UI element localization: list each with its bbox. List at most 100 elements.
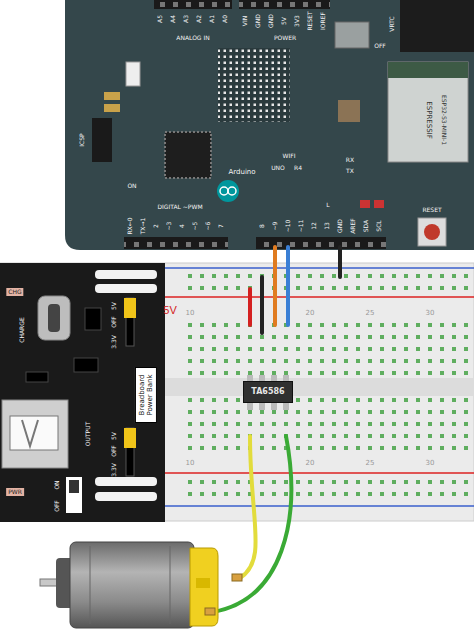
power-module (10, 416, 58, 450)
pin-label: 2 (153, 224, 159, 228)
voltage-label: 5V (163, 305, 176, 316)
jumper-label: 3.3V (111, 463, 117, 477)
switch-label: ON (54, 480, 60, 489)
pin-label: A3 (183, 15, 189, 23)
pin-label: ~6 (205, 222, 211, 231)
breadboard (184, 394, 474, 454)
pin-label: A4 (170, 15, 176, 23)
power-module (22, 420, 38, 446)
module-label: PWR (6, 488, 24, 496)
column-number: 25 (366, 460, 375, 467)
pin-label: 3V3 (294, 15, 300, 27)
led-label: RX (346, 157, 354, 163)
power-module (95, 270, 157, 279)
jumper-wires (240, 436, 256, 578)
jumper-label: OFF (111, 316, 117, 328)
jumper-wires (213, 436, 291, 612)
arduino-board (165, 132, 211, 178)
jumper-wires (338, 247, 342, 277)
power-module (95, 492, 157, 501)
arduino-board (154, 0, 232, 9)
arduino-board (104, 104, 120, 112)
dc-motor (232, 574, 242, 581)
arduino-board (65, 0, 474, 250)
jumper-label: 3.3V (111, 335, 117, 349)
dc-motor (205, 608, 215, 615)
dc-motor (70, 542, 194, 628)
header-label: DIGITAL ~PWM (157, 204, 202, 210)
column-number: 30 (426, 460, 435, 467)
pin-label: IOREF (320, 12, 326, 30)
arduino-board (92, 118, 112, 162)
dc-motor (170, 546, 171, 624)
board-label: ON (127, 183, 136, 189)
chip-pins (283, 403, 289, 410)
pin-label: GND (255, 14, 261, 28)
dc-motor (40, 542, 242, 628)
pin-label: VIN (242, 16, 248, 26)
board-label: OFF (374, 43, 386, 49)
pin-label: 13 (324, 222, 330, 230)
dc-motor (190, 548, 218, 626)
power-module (26, 372, 48, 382)
column-number: 30 (426, 310, 435, 317)
arduino-board (217, 180, 239, 202)
power-module (0, 263, 165, 522)
arduino-board (220, 187, 228, 195)
pin-label: A1 (209, 15, 215, 23)
pin-label: SCL (376, 220, 382, 231)
power-module (48, 304, 60, 332)
pin-label: 12 (311, 222, 317, 230)
switch-label: OFF (54, 500, 60, 512)
power-module (124, 298, 136, 318)
chip-pins (271, 403, 277, 410)
pin-label: ~3 (166, 222, 172, 231)
header-label: ANALOG IN (176, 35, 209, 41)
column-number: 20 (306, 460, 315, 467)
brand-label: Arduino (228, 169, 255, 176)
column-number: 10 (186, 310, 195, 317)
jumper-label: OFF (111, 445, 117, 457)
module-label: CHARGE (19, 317, 25, 342)
board-label: UNO (271, 165, 285, 171)
pin-label: A0 (222, 15, 228, 23)
pin-label: A2 (196, 15, 202, 23)
pin-label: 5V (281, 17, 287, 25)
breadboard (184, 270, 474, 294)
breadboard (184, 319, 474, 379)
header-label: ICSP (79, 133, 85, 146)
board-label: R4 (294, 165, 302, 171)
arduino-board (124, 237, 228, 249)
chip-label: TA6586 (251, 388, 284, 396)
led-label: TX (346, 168, 354, 174)
breadboard (0, 263, 474, 521)
jumper-label: 5V (111, 302, 117, 310)
arduino-board (104, 92, 120, 100)
column-number: 25 (366, 310, 375, 317)
breadboard (184, 476, 474, 500)
pin-label: ~9 (272, 222, 278, 231)
board-label: WIFI (283, 153, 296, 159)
pin-label: SDA (363, 220, 369, 232)
module-label: Breadboard Power Bank (135, 367, 157, 423)
pin-label: AREF (350, 218, 356, 234)
module-label: ESPRESSIF (425, 101, 432, 138)
jumper-wires (260, 277, 264, 333)
pin-label: TX→1 (140, 218, 146, 235)
arduino-board (388, 62, 468, 162)
power-module (95, 477, 157, 486)
dc-motor (196, 578, 210, 588)
jumper-wires (213, 247, 340, 612)
pin-label: VRTC (389, 16, 395, 31)
arduino-board (218, 48, 290, 122)
arduino-board (218, 48, 290, 122)
arduino-board (124, 237, 228, 249)
power-module (95, 284, 157, 293)
arduino-board (400, 0, 474, 52)
arduino-board (374, 200, 384, 208)
pin-label: A5 (157, 15, 163, 23)
chip-pins (247, 403, 253, 410)
arduino-board (228, 187, 236, 195)
